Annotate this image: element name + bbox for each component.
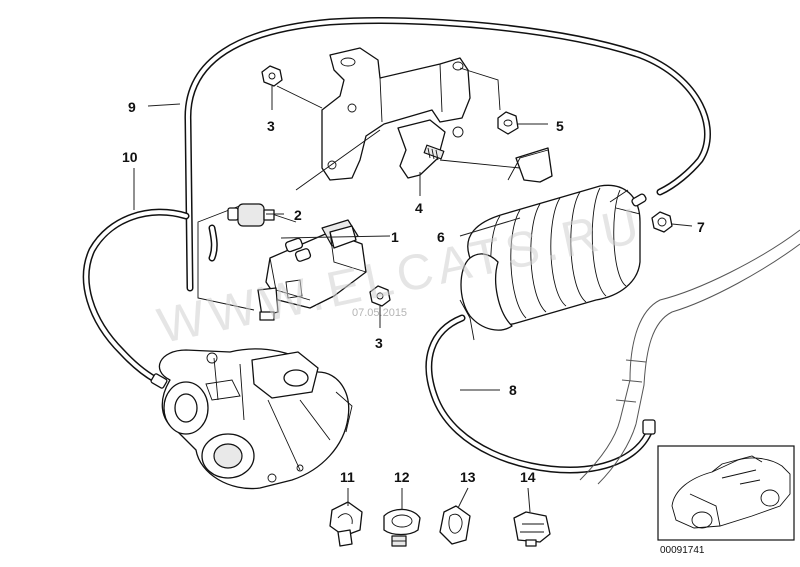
clip-13 bbox=[439, 505, 471, 545]
callout-12: 12 bbox=[394, 469, 410, 485]
callout-10: 10 bbox=[122, 149, 138, 165]
hose-9 bbox=[184, 16, 711, 292]
watermark-date: 07.05.2015 bbox=[352, 307, 407, 319]
hose-stub bbox=[208, 224, 218, 262]
callout-1: 1 bbox=[391, 229, 399, 245]
callout-3-bottom: 3 bbox=[375, 335, 383, 351]
callout-8: 8 bbox=[509, 382, 517, 398]
hose-8 bbox=[425, 314, 656, 474]
callout-3-top: 3 bbox=[267, 118, 275, 134]
background-pipes bbox=[579, 229, 800, 485]
callout-2: 2 bbox=[294, 207, 302, 223]
vehicle-inset: 00091741 bbox=[657, 445, 795, 556]
turbocharger bbox=[158, 348, 353, 490]
callout-5: 5 bbox=[556, 118, 564, 134]
mounting-bracket bbox=[321, 47, 471, 181]
leader-lines bbox=[133, 86, 693, 513]
clip-12 bbox=[383, 508, 421, 547]
clip-11 bbox=[329, 501, 363, 547]
callout-labels: 1 2 3 3 4 5 6 7 8 9 10 11 12 13 14 bbox=[122, 99, 705, 485]
nut-3-top bbox=[261, 65, 283, 87]
nut-7 bbox=[651, 211, 673, 233]
document-number: 00091741 bbox=[660, 545, 705, 556]
nut-3-bottom bbox=[369, 285, 391, 307]
rubber-mount-2 bbox=[227, 203, 275, 227]
callout-9: 9 bbox=[128, 99, 136, 115]
clip-14 bbox=[513, 511, 551, 547]
callout-14: 14 bbox=[520, 469, 536, 485]
callout-4: 4 bbox=[415, 200, 423, 216]
nut-5 bbox=[497, 111, 519, 135]
hose-10 bbox=[82, 208, 190, 389]
callout-11: 11 bbox=[340, 469, 355, 485]
callout-7: 7 bbox=[697, 219, 705, 235]
callout-6: 6 bbox=[437, 229, 445, 245]
callout-13: 13 bbox=[460, 469, 476, 485]
